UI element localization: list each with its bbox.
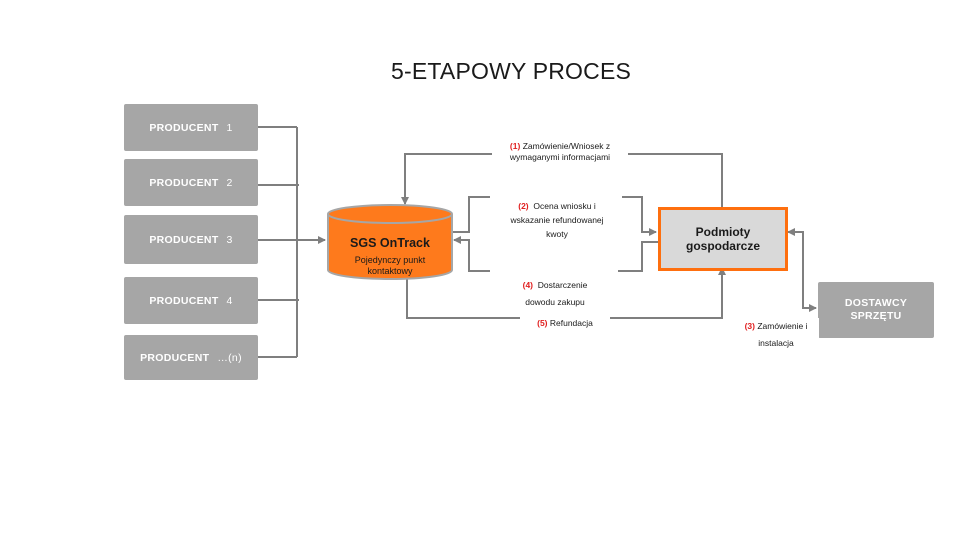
step2-number: (2) [518, 201, 529, 211]
step2-label: (2) Ocena wniosku i wskazanie refundowan… [492, 199, 622, 241]
hub-title: SGS OnTrack [350, 236, 430, 250]
step4-number: (4) [522, 280, 534, 290]
step1-label: (1) Zamówienie/Wniosek z wymaganymi info… [492, 141, 628, 163]
equipment-suppliers-box: DOSTAWCY SPRZĘTU [818, 282, 934, 338]
step4-line2: dowodu zakupu [525, 297, 585, 307]
step3-connector-down [802, 232, 817, 312]
step5-line1: Refundacja [549, 318, 593, 328]
producer-label: PRODUCENT [149, 233, 219, 246]
business-line2: gospodarcze [685, 239, 760, 253]
suppliers-line2: SPRZĘTU [850, 310, 902, 322]
business-line1: Podmioty [695, 225, 751, 239]
step1-line2: wymaganymi informacjami [509, 152, 611, 162]
producer-box-3: PRODUCENT 3 [124, 215, 258, 264]
diagram-title: 5-ETAPOWY PROCES [390, 58, 632, 84]
step4-right-bracket [618, 241, 658, 272]
step1-line1: Zamówienie/Wniosek z [522, 141, 611, 151]
producer-number: 4 [226, 294, 233, 307]
step2-right-bracket [622, 196, 657, 236]
step5-label: (5) Refundacja [520, 318, 610, 329]
producer-label: PRODUCENT [149, 294, 219, 307]
hub-cylinder [327, 204, 453, 280]
producer-number: 2 [226, 176, 233, 189]
step2-left-bracket [452, 196, 490, 233]
step3-connector-up [787, 228, 804, 285]
hub-subtitle-line2: kontaktowy [367, 266, 413, 276]
producer-number: …(n) [217, 351, 242, 364]
producer-label: PRODUCENT [140, 351, 210, 364]
producer-number: 3 [226, 233, 233, 246]
step3-line2: instalacja [758, 338, 794, 348]
producer-label: PRODUCENT [149, 121, 219, 134]
producer-box-2: PRODUCENT 2 [124, 159, 258, 206]
step1-number: (1) [509, 141, 521, 151]
step4-label: (4) Dostarczenie dowodu zakupu [505, 277, 605, 311]
hub-subtitle: Pojedynczy punkt kontaktowy [327, 255, 453, 277]
step2-line2: wskazanie refundowanej [510, 215, 604, 225]
step5-number: (5) [537, 318, 548, 328]
step4-left-bracket [453, 236, 490, 272]
business-entities-box: Podmioty gospodarcze [658, 207, 788, 271]
step3-label: (3) Zamówienie i instalacja [733, 318, 819, 352]
producer-box-1: PRODUCENT 1 [124, 104, 258, 151]
hub-subtitle-line1: Pojedynczy punkt [354, 255, 426, 265]
producer-label: PRODUCENT [149, 176, 219, 189]
producer-number: 1 [226, 121, 233, 134]
step3-number: (3) [744, 321, 755, 331]
producer-box-n: PRODUCENT …(n) [124, 335, 258, 380]
step5-left-connector [406, 278, 520, 319]
step5-right-connector [610, 267, 726, 319]
step2-line3: kwoty [546, 229, 568, 239]
step3-line1: Zamówienie i [757, 321, 808, 331]
suppliers-line1: DOSTAWCY [844, 297, 908, 309]
step2-line1: Ocena wniosku i [533, 201, 596, 211]
producer-box-4: PRODUCENT 4 [124, 277, 258, 324]
step4-line1: Dostarczenie [537, 280, 588, 290]
